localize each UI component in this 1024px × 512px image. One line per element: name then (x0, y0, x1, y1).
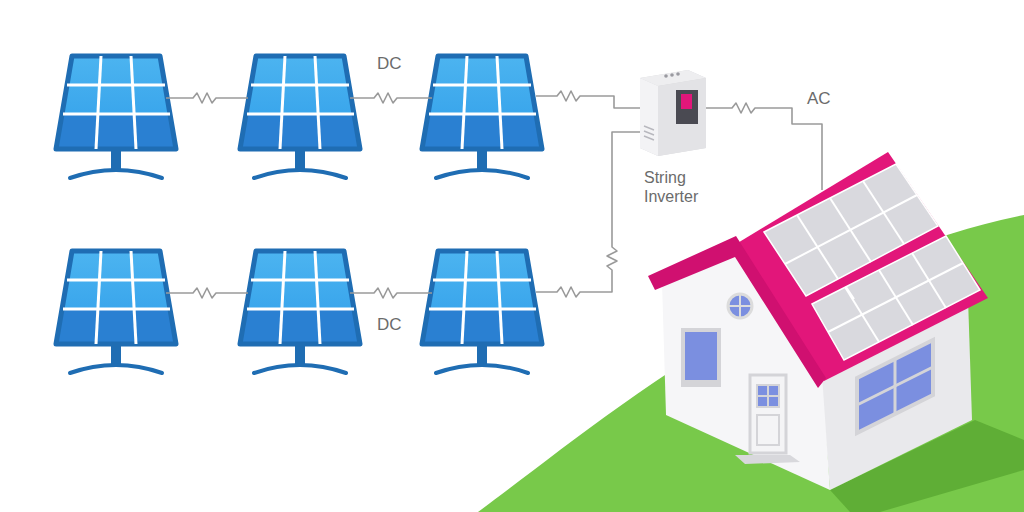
illustration-part (166, 288, 248, 298)
illustration-part (166, 93, 248, 103)
illustration-part (750, 375, 786, 453)
illustration-part (785, 195, 917, 264)
illustration-part (828, 263, 963, 332)
illustration-part (757, 415, 779, 445)
illustration-part (56, 56, 176, 178)
illustration-part (422, 56, 542, 178)
illustration-part (350, 93, 432, 103)
illustration-part (812, 236, 980, 360)
illustration-part (56, 251, 176, 373)
illustration-part (681, 382, 721, 387)
illustration-part (240, 56, 360, 178)
device-label: String Inverter (644, 66, 714, 206)
illustration-part (728, 294, 752, 318)
dc-label: DC (377, 315, 402, 335)
illustration-part (785, 181, 963, 342)
house (648, 152, 988, 490)
inverter-node: String Inverter (626, 66, 722, 210)
illustration-part (683, 330, 719, 382)
ac-wire (706, 103, 822, 190)
illustration-part (536, 91, 642, 108)
illustration-part (757, 385, 779, 407)
dc-label: DC (377, 54, 402, 74)
inverter-box (626, 66, 722, 156)
illustration-part (735, 455, 800, 464)
illustration-part (857, 340, 933, 433)
illustration-part (757, 395, 779, 397)
illustration-part (240, 251, 360, 373)
ac-label: AC (807, 89, 831, 109)
illustration-part (857, 367, 933, 405)
solar-panels (56, 56, 542, 373)
illustration-part (736, 152, 988, 381)
illustration-part (350, 288, 432, 298)
illustration-part (536, 132, 642, 297)
illustration-part (728, 305, 752, 307)
illustration-part (422, 251, 542, 373)
